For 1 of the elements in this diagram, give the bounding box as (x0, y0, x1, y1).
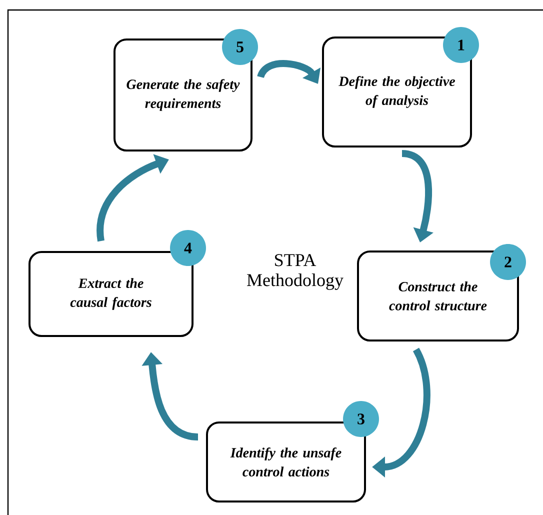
center-title: STPA Methodology (247, 254, 344, 290)
